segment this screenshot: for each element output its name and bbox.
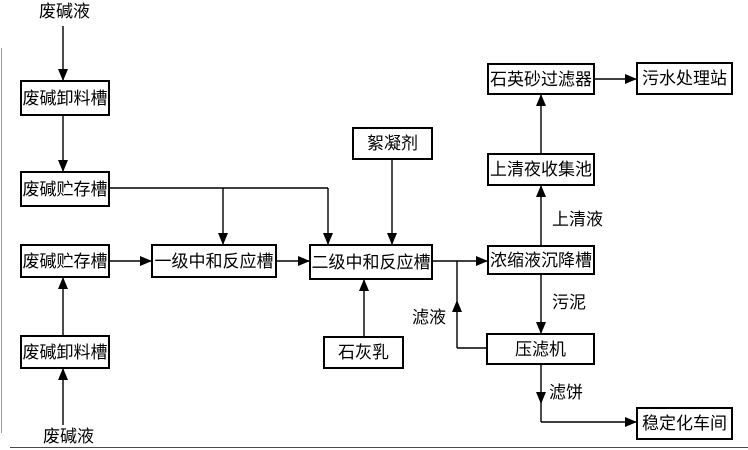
label-filter-cake: 滤饼 [549,383,583,402]
node-waste-alkali-storage-tank-mid: 废碱贮存槽 [20,244,110,278]
label-waste-alkali-feed-bottom: 废碱液 [43,427,94,446]
label-waste-alkali-feed-top: 废碱液 [39,2,90,21]
node-waste-alkali-storage-tank-top: 废碱贮存槽 [20,171,110,207]
node-concentrate-settling-tank: 浓缩液沉降槽 [487,245,595,275]
node-lime-milk: 石灰乳 [323,336,404,369]
node-waste-alkali-unloading-tank-bottom: 废碱卸料槽 [20,335,110,369]
label-filtrate: 滤液 [412,308,446,327]
node-stage2-neutralization-tank: 二级中和反应槽 [309,244,433,280]
node-flocculant: 絮凝剂 [352,127,433,160]
node-quartz-sand-filter: 石英砂过滤器 [487,63,595,95]
node-stabilization-workshop: 稳定化车间 [636,407,733,440]
node-waste-alkali-unloading-tank-top: 废碱卸料槽 [20,80,110,116]
label-sludge: 污泥 [552,293,586,312]
node-sewage-treatment-station: 污水处理站 [636,62,733,95]
node-filter-press: 压滤机 [486,333,595,365]
label-supernatant: 上清液 [552,210,603,229]
node-supernatant-collection-pool: 上清夜收集池 [487,153,595,186]
node-stage1-neutralization-tank: 一级中和反应槽 [151,244,277,278]
